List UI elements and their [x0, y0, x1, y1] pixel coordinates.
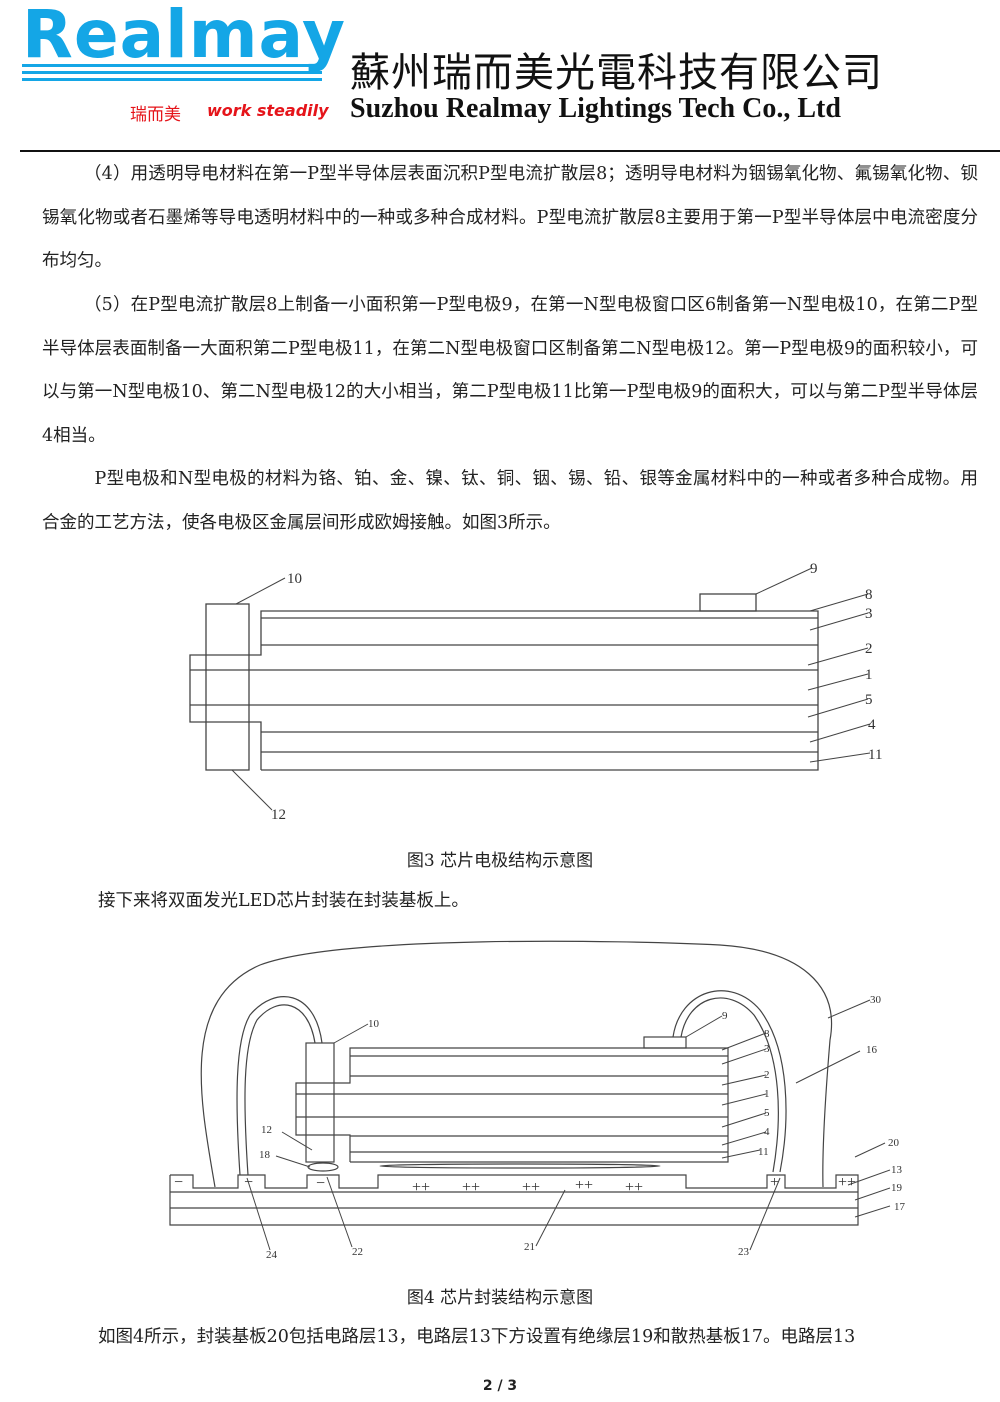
label-9: 9: [722, 1010, 728, 1022]
figure-4-caption: 图4 芯片封装结构示意图: [406, 1288, 594, 1308]
label-8: 8: [865, 587, 873, 603]
paragraph-packaging-intro: 接下来将双面发光LED芯片封装在封装基板上。: [98, 891, 469, 911]
label-5: 5: [865, 692, 873, 708]
label-5: 5: [764, 1107, 770, 1119]
label-9: 9: [810, 561, 818, 577]
label-2: 2: [865, 641, 873, 657]
company-name-en: Suzhou Realmay Lightings Tech Co., Ltd: [350, 93, 841, 124]
label-3: 3: [865, 606, 873, 622]
label-2: 2: [764, 1069, 770, 1081]
minus-sign: −: [244, 1174, 253, 1191]
paragraph-step-4: （4）用透明导电材料在第一P型半导体层表面沉积P型电流扩散层8；透明导电材料为铟…: [42, 164, 978, 271]
label-30: 30: [870, 994, 882, 1006]
label-11: 11: [758, 1146, 769, 1158]
label-13: 13: [891, 1164, 903, 1176]
tagline-en: work steadily: [207, 101, 329, 120]
plus-signs: ++: [462, 1179, 480, 1196]
label-8: 8: [764, 1028, 770, 1040]
minus-sign: −: [174, 1174, 183, 1191]
label-12: 12: [261, 1124, 272, 1136]
label-4: 4: [868, 717, 876, 733]
label-24: 24: [266, 1249, 278, 1261]
label-20: 20: [888, 1137, 900, 1149]
figure-4-package-diagram: 10 9 8 3 2 1 5 4 11 12 18 30 16 20 13 19…: [169, 940, 906, 1261]
plus-signs: ++: [412, 1179, 430, 1196]
label-17: 17: [894, 1201, 906, 1213]
plus-signs: ++: [522, 1179, 540, 1196]
label-12: 12: [271, 807, 286, 823]
plus-signs: ++: [575, 1177, 593, 1194]
paragraph-package-description: 如图4所示，封装基板20包括电路层13，电路层13下方设置有绝缘层19和散热基板…: [98, 1327, 856, 1347]
label-1: 1: [865, 667, 873, 683]
label-11: 11: [868, 747, 882, 763]
paragraph-electrode-materials: P型电极和N型电极的材料为铬、铂、金、镍、钛、铜、铟、锡、铅、银等金属材料中的一…: [42, 469, 978, 533]
figure-3-chip-electrode-diagram: 10 9 8 3 2 1 5 4 11 12: [189, 561, 882, 823]
tagline-cn: 瑞而美: [130, 105, 181, 125]
logo-stripes: [22, 64, 322, 85]
label-1: 1: [764, 1088, 770, 1100]
paragraph-step-5: （5）在P型电流扩散层8上制备一小面积第一P型电极9，在第一N型电极窗口区6制备…: [42, 295, 978, 446]
label-10: 10: [368, 1018, 380, 1030]
header-divider: [20, 150, 1000, 152]
label-22: 22: [352, 1246, 363, 1258]
plus-signs: ++: [625, 1179, 643, 1196]
logo-text: Realmay: [22, 0, 347, 73]
label-4: 4: [764, 1126, 770, 1138]
label-18: 18: [259, 1149, 271, 1161]
label-23: 23: [738, 1246, 750, 1258]
label-19: 19: [891, 1182, 903, 1194]
label-16: 16: [866, 1044, 878, 1056]
figure-3-caption: 图3 芯片电极结构示意图: [406, 851, 594, 871]
plus-signs: ++: [838, 1174, 856, 1191]
label-21: 21: [524, 1241, 535, 1253]
minus-sign: −: [316, 1175, 325, 1192]
company-name-cn: 蘇州瑞而美光電科技有限公司: [350, 50, 883, 96]
page-number: 2 / 3: [482, 1378, 518, 1394]
realmay-logo: Realmay: [22, 0, 345, 90]
plus-sign: +: [770, 1174, 779, 1191]
label-3: 3: [764, 1043, 770, 1055]
label-10: 10: [287, 571, 302, 587]
